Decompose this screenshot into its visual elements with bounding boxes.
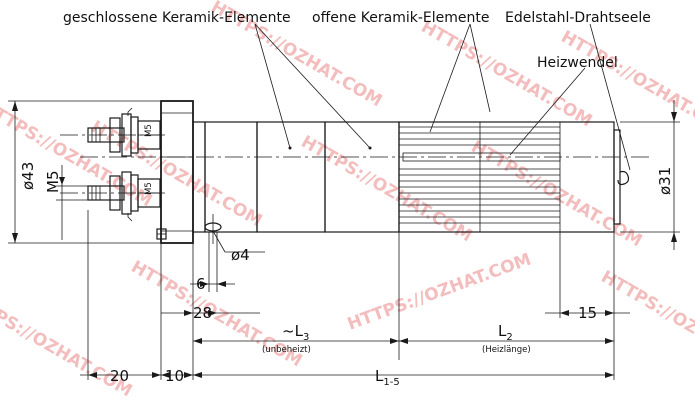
dim-l2: L2 (Heizlänge) — [399, 322, 614, 355]
svg-text:(unbeheizt): (unbeheizt) — [262, 345, 311, 355]
terminal-mark-top: M5 — [144, 124, 154, 137]
dim-10: 10 — [165, 367, 184, 385]
wire-end — [617, 170, 630, 186]
dim-6: 6 — [190, 275, 235, 293]
dim-15: 15 — [545, 304, 630, 322]
dim-20: 20 — [110, 367, 129, 385]
label-heating-coil: Heizwendel — [537, 55, 618, 71]
dim-l15: L1-5 — [375, 367, 400, 388]
svg-text:28: 28 — [193, 304, 212, 322]
leaders — [254, 23, 631, 171]
svg-text:ø31: ø31 — [656, 167, 674, 195]
svg-text:ø4: ø4 — [231, 246, 250, 264]
dim-l3: ~L3 (unbeheizt) — [193, 322, 399, 355]
dim-d43: ø43 — [8, 100, 160, 244]
terminal-mark-bottom: M5 — [144, 182, 154, 195]
label-closed-ceramic: geschlossene Keramik-Elemente — [63, 10, 291, 26]
label-steel-wire: Edelstahl-Drahtseele — [505, 10, 651, 26]
heater-body — [204, 121, 630, 244]
label-open-ceramic: offene Keramik-Elemente — [312, 10, 489, 26]
svg-text:15: 15 — [578, 304, 597, 322]
dim-d4: ø4 — [212, 230, 265, 264]
terminal-bolt-top: M5 — [87, 107, 161, 157]
dim-m5: M5 — [44, 165, 88, 240]
svg-text:M5: M5 — [44, 171, 62, 194]
watermark: HTTPS://OZHAT.COM — [468, 137, 646, 251]
heating-ribs — [399, 122, 561, 232]
dim-d31: ø31 — [620, 100, 680, 250]
dim-28: 28 — [161, 304, 260, 322]
svg-text:6: 6 — [196, 275, 206, 293]
heating-coil — [402, 152, 561, 162]
dim-bottom-row: 20 10 L1-5 — [80, 367, 614, 388]
svg-text:(Heizlänge): (Heizlänge) — [482, 345, 531, 355]
svg-text:L2: L2 — [498, 322, 513, 343]
watermark: HTTPS://OZHAT.COM — [298, 132, 476, 246]
terminal-bolt-bottom: M5 — [87, 171, 161, 222]
watermark: HTTPS://OZHAT.COM — [598, 267, 695, 381]
svg-text:ø43: ø43 — [19, 162, 37, 190]
svg-text:~L3: ~L3 — [282, 322, 309, 343]
